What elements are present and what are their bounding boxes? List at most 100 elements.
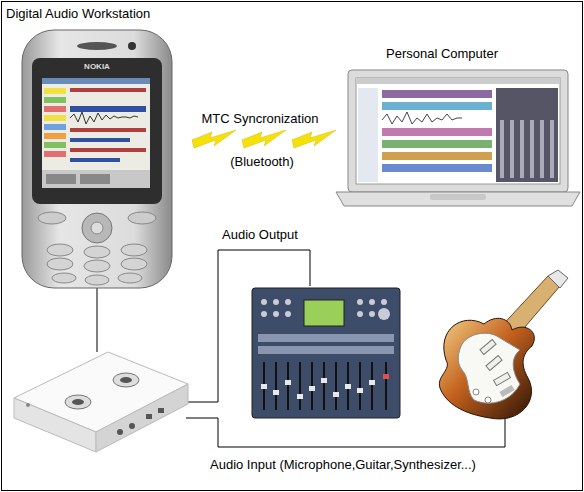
guitar-illustration-part	[439, 318, 534, 419]
mixer-illustration-part-part	[258, 346, 394, 354]
phone-illustration-part	[44, 124, 66, 130]
guitar-illustration-part-part	[480, 340, 496, 355]
mixer-illustration-part-part	[333, 392, 339, 397]
mixer-illustration-part-part	[345, 384, 351, 389]
mixer-illustration-part-part	[285, 311, 291, 317]
phone-illustration-part-part	[121, 258, 147, 270]
phone-illustration-part	[44, 151, 66, 157]
phone-illustration-part	[70, 158, 120, 162]
phone-illustration-part-part	[121, 244, 147, 256]
phone-illustration-part-part	[52, 273, 76, 283]
laptop-illustration-part	[356, 78, 560, 84]
phone-illustration-part	[42, 78, 150, 84]
sync-label: MTC Syncronization	[201, 111, 318, 127]
brand-label: NOKIA	[84, 61, 110, 72]
laptop-illustration-part-part	[520, 120, 524, 178]
audio-interface-illustration-part	[120, 377, 132, 383]
bluetooth-bolt	[192, 130, 336, 148]
audio-interface-illustration-part	[96, 384, 188, 452]
mixer-illustration	[252, 288, 400, 418]
audio-interface-illustration-part	[65, 395, 91, 409]
mixer-illustration-part-part	[297, 394, 303, 399]
guitar-illustration-part	[473, 389, 479, 395]
audio-interface-illustration-part	[158, 408, 164, 413]
mixer-illustration-part-part	[359, 362, 361, 410]
mixer-illustration-part-part	[335, 362, 337, 410]
phone-illustration-part	[70, 148, 146, 152]
phone-illustration-part-part	[47, 244, 73, 256]
bluetooth-bolt-part	[242, 130, 286, 148]
laptop-illustration-part	[382, 152, 492, 160]
phone-illustration-part	[128, 212, 156, 224]
audio-interface-illustration-part	[146, 414, 152, 419]
phone-illustration-part	[44, 106, 66, 112]
phone-illustration-part	[44, 97, 66, 103]
guitar-illustration-part-part	[494, 372, 511, 385]
mixer-illustration-part	[252, 288, 400, 418]
mixer-illustration-part-part	[261, 311, 267, 317]
laptop-illustration-part	[382, 102, 492, 110]
mixer-illustration-part-part	[285, 299, 291, 305]
audio-wire-part	[186, 418, 505, 447]
phone-illustration-part	[44, 133, 66, 139]
phone-illustration-part	[38, 212, 66, 224]
audio-interface-illustration-part	[26, 403, 30, 407]
audio-interface-illustration-part	[113, 373, 139, 387]
mixer-illustration-part-part	[369, 299, 375, 305]
laptop-illustration-part	[496, 88, 558, 182]
mixer-illustration-part-part	[261, 299, 267, 305]
laptop-illustration-part	[382, 90, 492, 98]
laptop-illustration-part	[382, 128, 492, 136]
guitar-illustration-part	[480, 340, 510, 386]
guitar-illustration	[439, 270, 568, 419]
mixer-illustration-part-part	[323, 362, 325, 410]
mixer-illustration-part-part	[287, 362, 289, 410]
phone-illustration-part	[70, 112, 138, 124]
phone-illustration-part	[22, 30, 172, 288]
audio-interface-illustration-part	[72, 399, 84, 405]
laptop-illustration-part	[348, 70, 568, 192]
mixer-illustration-part-part	[273, 311, 279, 317]
phone-illustration-part-part	[118, 273, 142, 283]
laptop-illustration-part-part	[540, 120, 544, 178]
laptop-illustration-part-part	[500, 120, 504, 178]
guitar-illustration-part	[548, 270, 568, 288]
phone-illustration-part	[128, 42, 136, 50]
phone-illustration-part	[42, 170, 150, 188]
phone-illustration-part-part	[84, 260, 110, 272]
phone-illustration-part-part	[85, 275, 109, 285]
computer-node: Personal Computer	[380, 46, 530, 64]
mixer-illustration-part	[261, 374, 389, 399]
phone-illustration-part	[77, 42, 117, 50]
mixer-illustration-part-part	[381, 299, 387, 305]
bluetooth-bolt-part	[292, 130, 336, 148]
mixer-illustration-part-part	[261, 384, 267, 389]
audio-wire-part	[97, 288, 98, 352]
laptop-illustration	[336, 70, 580, 206]
mixer-illustration-part-part	[321, 378, 327, 383]
mixer-illustration-part-part	[383, 374, 389, 379]
phone-illustration-part	[80, 174, 110, 184]
mixer-illustration-part	[258, 334, 394, 354]
phone-illustration-part	[44, 142, 66, 148]
node-heading: Digital Audio Workstation	[6, 6, 150, 22]
mixer-illustration-part-part	[369, 380, 375, 385]
mixer-illustration-part-part	[357, 311, 363, 317]
audio-interface-illustration	[14, 352, 188, 452]
phone-illustration-part	[70, 138, 130, 142]
phone-illustration-part	[82, 213, 112, 243]
mixer-illustration-part-part	[371, 362, 373, 410]
phone-illustration-part	[47, 244, 147, 285]
phone-illustration-part	[70, 88, 146, 92]
guitar-illustration-part	[458, 333, 520, 403]
mixer-illustration-part-part	[385, 362, 387, 410]
mixer-illustration-part-part	[273, 299, 279, 305]
mixer-illustration-part	[264, 362, 386, 410]
mixer-illustration-part-part	[275, 362, 277, 410]
laptop-illustration-part-part	[530, 120, 534, 178]
mixer-illustration-part	[304, 300, 344, 326]
mixer-illustration-part-part	[299, 362, 301, 410]
laptop-illustration-part	[430, 194, 486, 200]
